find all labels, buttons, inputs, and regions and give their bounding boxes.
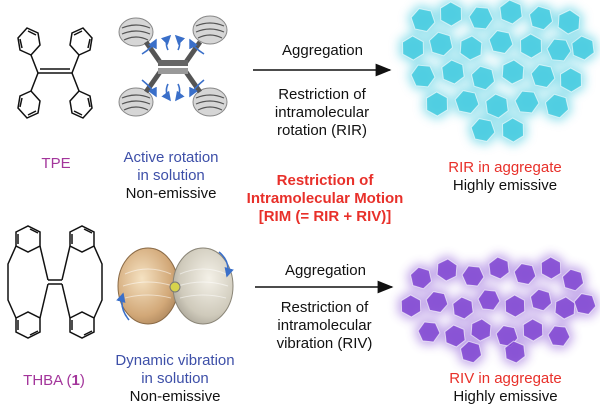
rim-title-line3: [RIM (= RIR + RIV)]: [258, 208, 392, 225]
riv-description: Restriction of intramolecular vibration …: [276, 299, 373, 352]
aggregation-arrow-bottom: [255, 280, 394, 294]
aggregation-label-bottom: Aggregation: [285, 262, 366, 279]
riv-aggregate-icon: [397, 253, 600, 367]
tpe-structure-icon: [17, 27, 93, 119]
non-emissive-label-bottom: Non-emissive: [129, 388, 221, 405]
rim-title-line1: Restriction of: [276, 172, 374, 189]
active-rotation-label: Active rotation in solution: [123, 149, 219, 184]
vibration-model-icon: [116, 247, 234, 325]
rir-aggregate-label: RIR in aggregate: [448, 159, 562, 176]
tpe-label: TPE: [41, 155, 71, 172]
rir-aggregate-icon: [399, 0, 598, 146]
highly-emissive-label-top: Highly emissive: [452, 177, 558, 194]
thba-name: THBA (: [23, 372, 72, 389]
aggregation-label-top: Aggregation: [282, 42, 363, 59]
thba-number: 1: [71, 372, 80, 389]
thba-label: THBA (1): [8, 372, 100, 390]
riv-aggregate-label: RIV in aggregate: [449, 370, 562, 387]
thba-name-suffix: ): [79, 372, 85, 389]
thba-structure-icon: [7, 225, 103, 339]
non-emissive-label-top: Non-emissive: [125, 185, 217, 202]
rotation-model-icon: [118, 15, 228, 117]
aggregation-arrow-top: [253, 63, 392, 77]
rim-title-line2: Intramolecular Motion: [246, 190, 404, 207]
dynamic-vibration-label: Dynamic vibration in solution: [115, 352, 235, 387]
highly-emissive-label-bottom: Highly emissive: [453, 388, 558, 405]
rir-description: Restriction of intramolecular rotation (…: [274, 86, 370, 139]
